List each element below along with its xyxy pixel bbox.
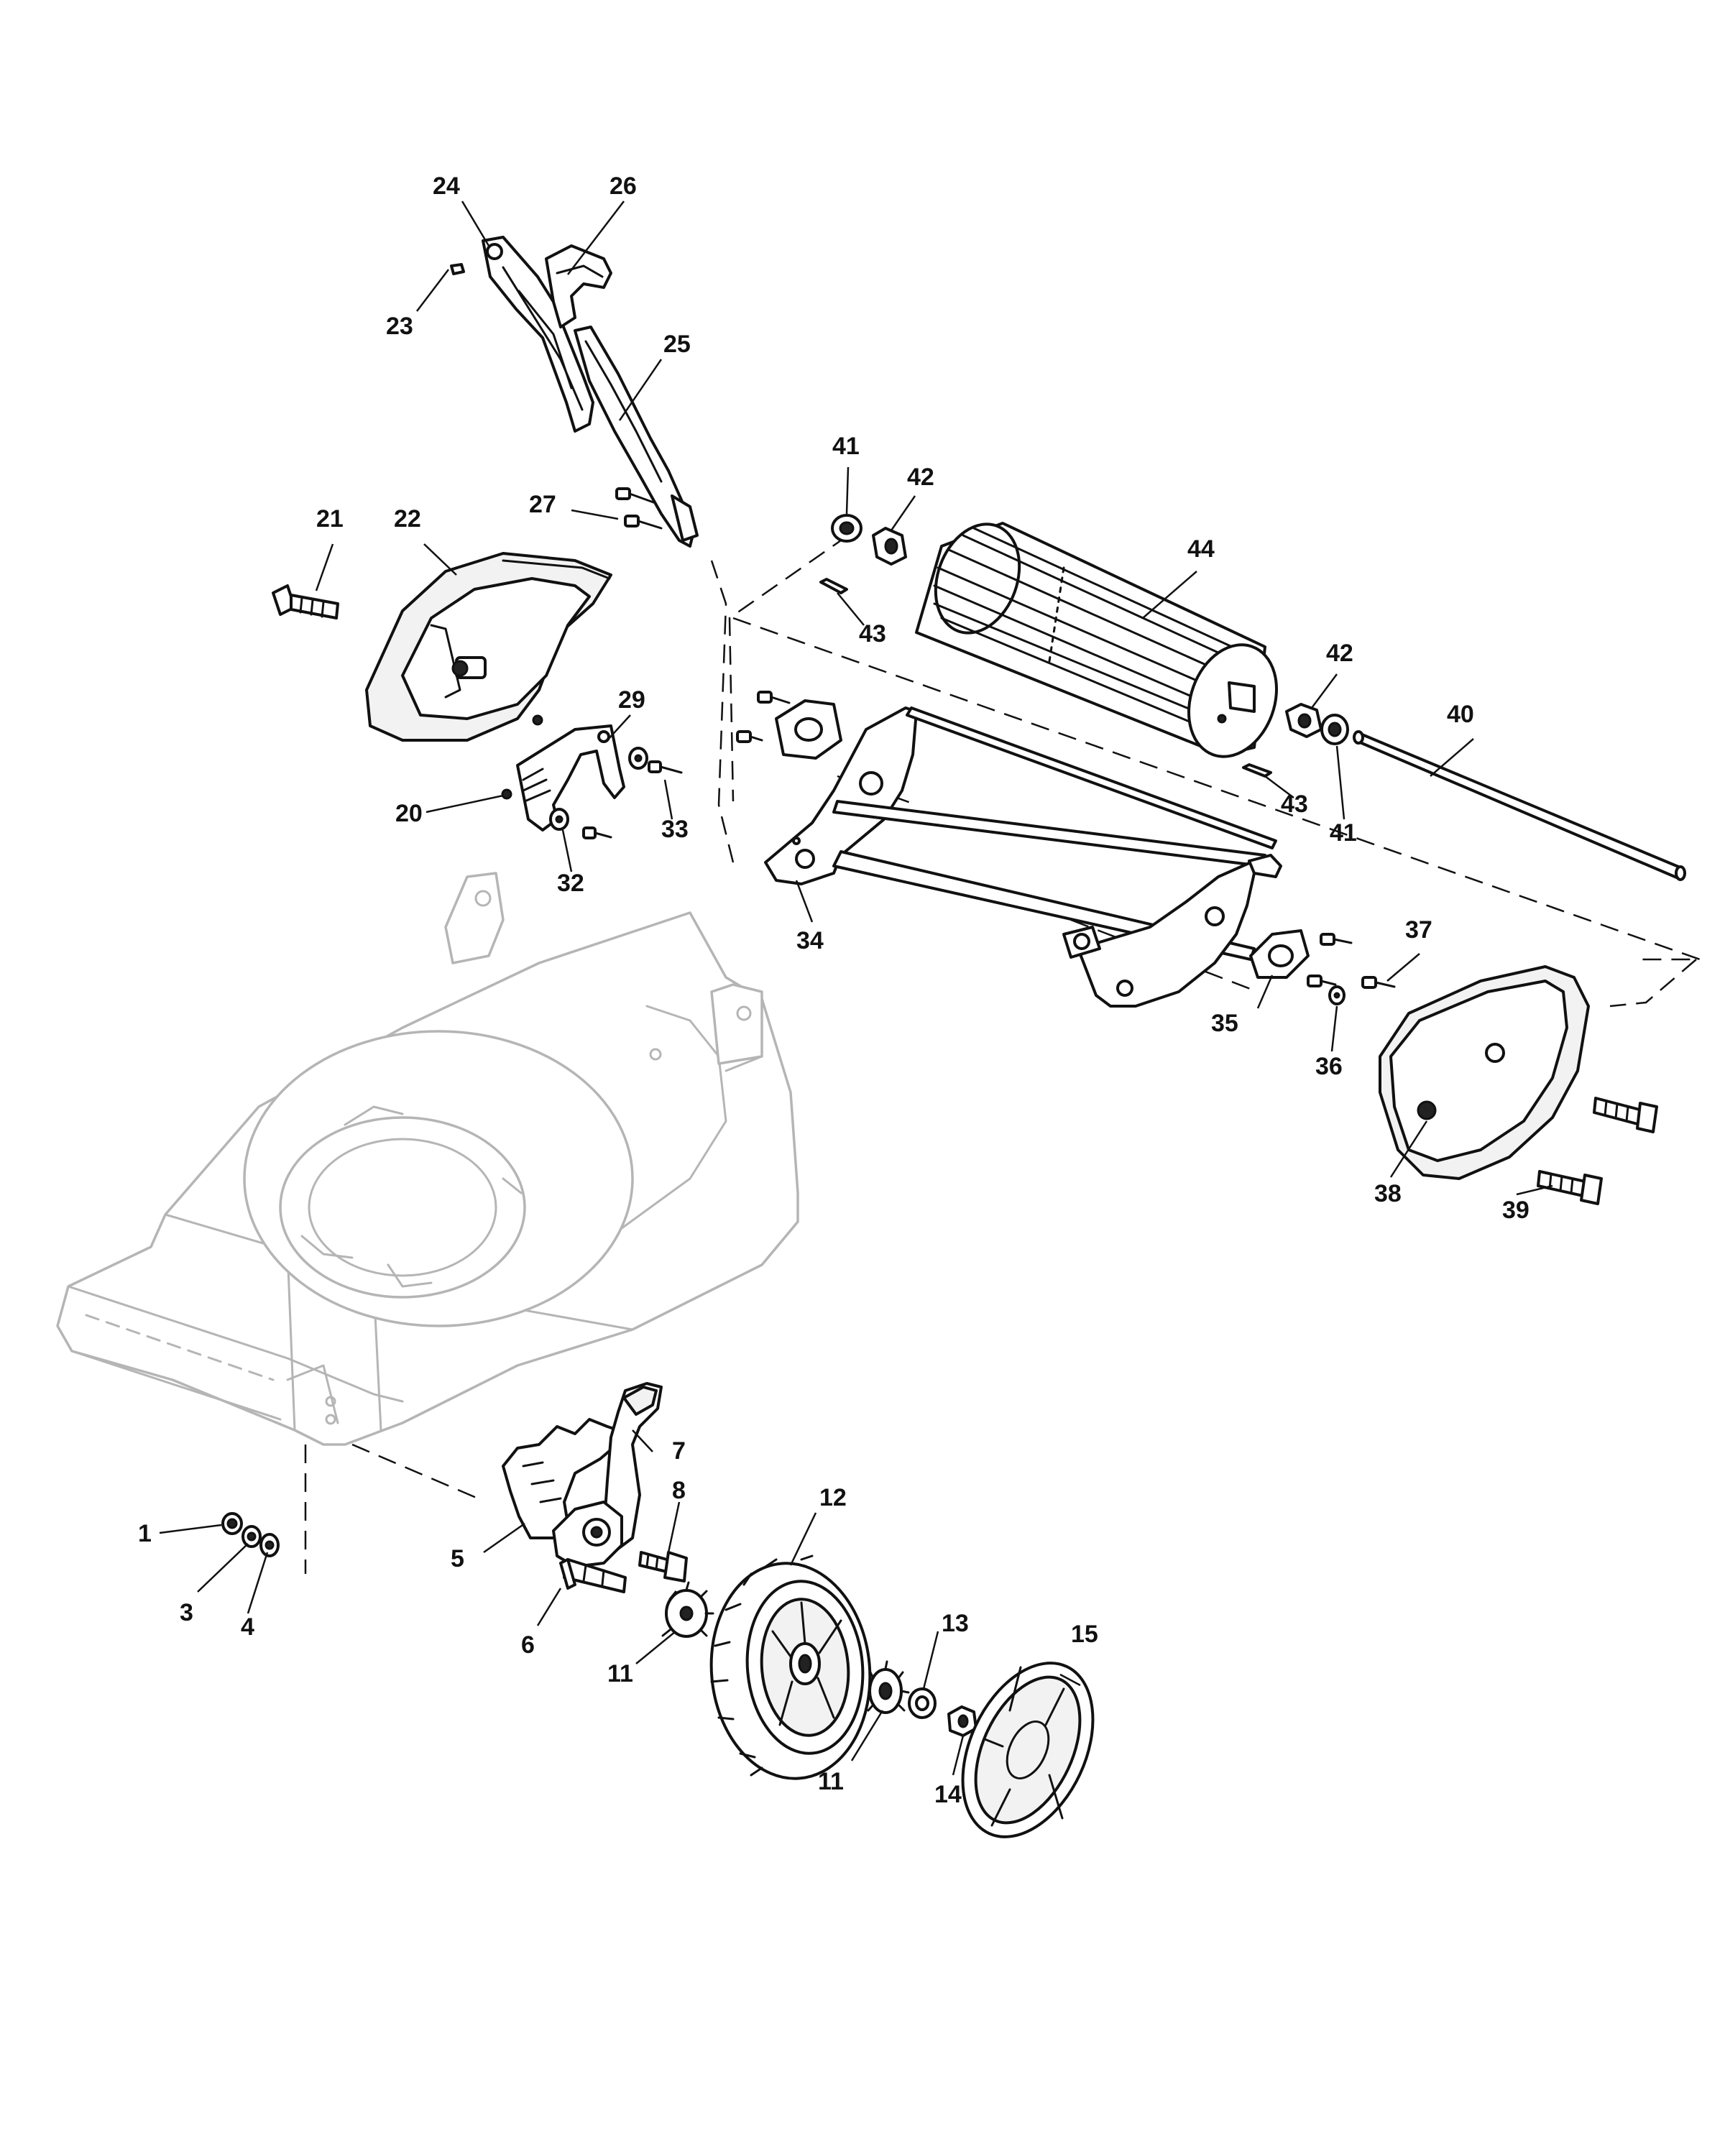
callout-34: 34 xyxy=(796,927,824,954)
callout-37: 37 xyxy=(1405,916,1432,944)
callout-42-right: 42 xyxy=(1326,640,1353,667)
callout-13: 13 xyxy=(942,1610,969,1637)
callout-38: 38 xyxy=(1374,1180,1402,1207)
lever-cap-26 xyxy=(545,244,612,328)
nut-washers-1-3-4 xyxy=(221,1512,280,1557)
mower-deck-outline xyxy=(56,872,799,1446)
screw-23 xyxy=(450,263,465,275)
roller-frame-34 xyxy=(764,706,1282,1008)
bolts-39 xyxy=(1537,1097,1658,1205)
callout-23: 23 xyxy=(386,313,413,340)
side-cover-22 xyxy=(365,552,612,742)
handle-lever-24 xyxy=(482,236,594,433)
roller-44 xyxy=(915,522,1278,758)
callout-22: 22 xyxy=(394,505,421,533)
callout-6: 6 xyxy=(521,1631,535,1659)
callout-25: 25 xyxy=(663,331,691,358)
callout-21: 21 xyxy=(316,505,344,533)
callout-43-left: 43 xyxy=(859,620,886,648)
callout-8: 8 xyxy=(672,1477,686,1504)
callout-4: 4 xyxy=(241,1613,254,1641)
handle-lever-25 xyxy=(574,326,699,548)
leader-lines xyxy=(159,201,1553,1776)
callout-labels: 1 3 4 5 6 7 8 11 12 13 14 15 11 20 21 22… xyxy=(138,172,1530,1808)
bushing-42-left xyxy=(872,527,907,566)
callout-11-left: 11 xyxy=(607,1660,633,1687)
frame-bolts xyxy=(736,691,1396,1005)
screws-20 xyxy=(501,714,543,800)
callout-43-right: 43 xyxy=(1281,791,1308,818)
wheel-12 xyxy=(709,1554,872,1780)
callout-27: 27 xyxy=(529,491,556,518)
bolt-8 xyxy=(638,1551,688,1583)
height-bracket-29 xyxy=(516,724,625,831)
callout-41-right: 41 xyxy=(1330,819,1357,847)
height-lever-7 xyxy=(602,1382,663,1550)
callout-33: 33 xyxy=(661,816,689,843)
callout-26: 26 xyxy=(610,172,637,200)
callout-1: 1 xyxy=(138,1520,152,1547)
callout-44: 44 xyxy=(1187,535,1215,563)
bolt-21 xyxy=(272,584,339,619)
bearing-plates-35 xyxy=(775,699,1310,979)
callout-42-left: 42 xyxy=(907,464,934,491)
callout-11-right: 11 xyxy=(818,1768,844,1795)
callout-5: 5 xyxy=(451,1545,464,1572)
roller-shaft-40 xyxy=(1353,730,1686,881)
callout-32: 32 xyxy=(557,870,584,897)
bearing-41-left xyxy=(831,514,862,543)
callout-35: 35 xyxy=(1211,1010,1238,1037)
callout-39: 39 xyxy=(1502,1197,1530,1224)
callout-20: 20 xyxy=(395,800,423,827)
pin-43-right xyxy=(1242,763,1272,778)
callout-24: 24 xyxy=(433,172,460,200)
callout-41-left: 41 xyxy=(832,433,860,460)
callout-7: 7 xyxy=(672,1437,686,1465)
callout-14: 14 xyxy=(934,1781,962,1808)
hub-cap-15 xyxy=(961,1662,1095,1838)
gear-11-right xyxy=(867,1660,910,1714)
bushing-42-right xyxy=(1285,703,1322,738)
washer-32-bolt-33 xyxy=(549,747,683,839)
callout-36: 36 xyxy=(1315,1053,1343,1080)
gear-11-left xyxy=(661,1581,714,1638)
bolts-27 xyxy=(615,487,663,530)
callout-29: 29 xyxy=(618,686,645,714)
callout-15: 15 xyxy=(1071,1621,1098,1648)
callout-40: 40 xyxy=(1447,701,1474,728)
callout-3: 3 xyxy=(180,1599,193,1626)
pin-43-left xyxy=(819,578,848,594)
washer-13 xyxy=(908,1687,937,1719)
callout-12: 12 xyxy=(819,1484,847,1511)
axle-bracket-6 xyxy=(552,1501,627,1593)
bearing-41-right xyxy=(1320,714,1349,745)
